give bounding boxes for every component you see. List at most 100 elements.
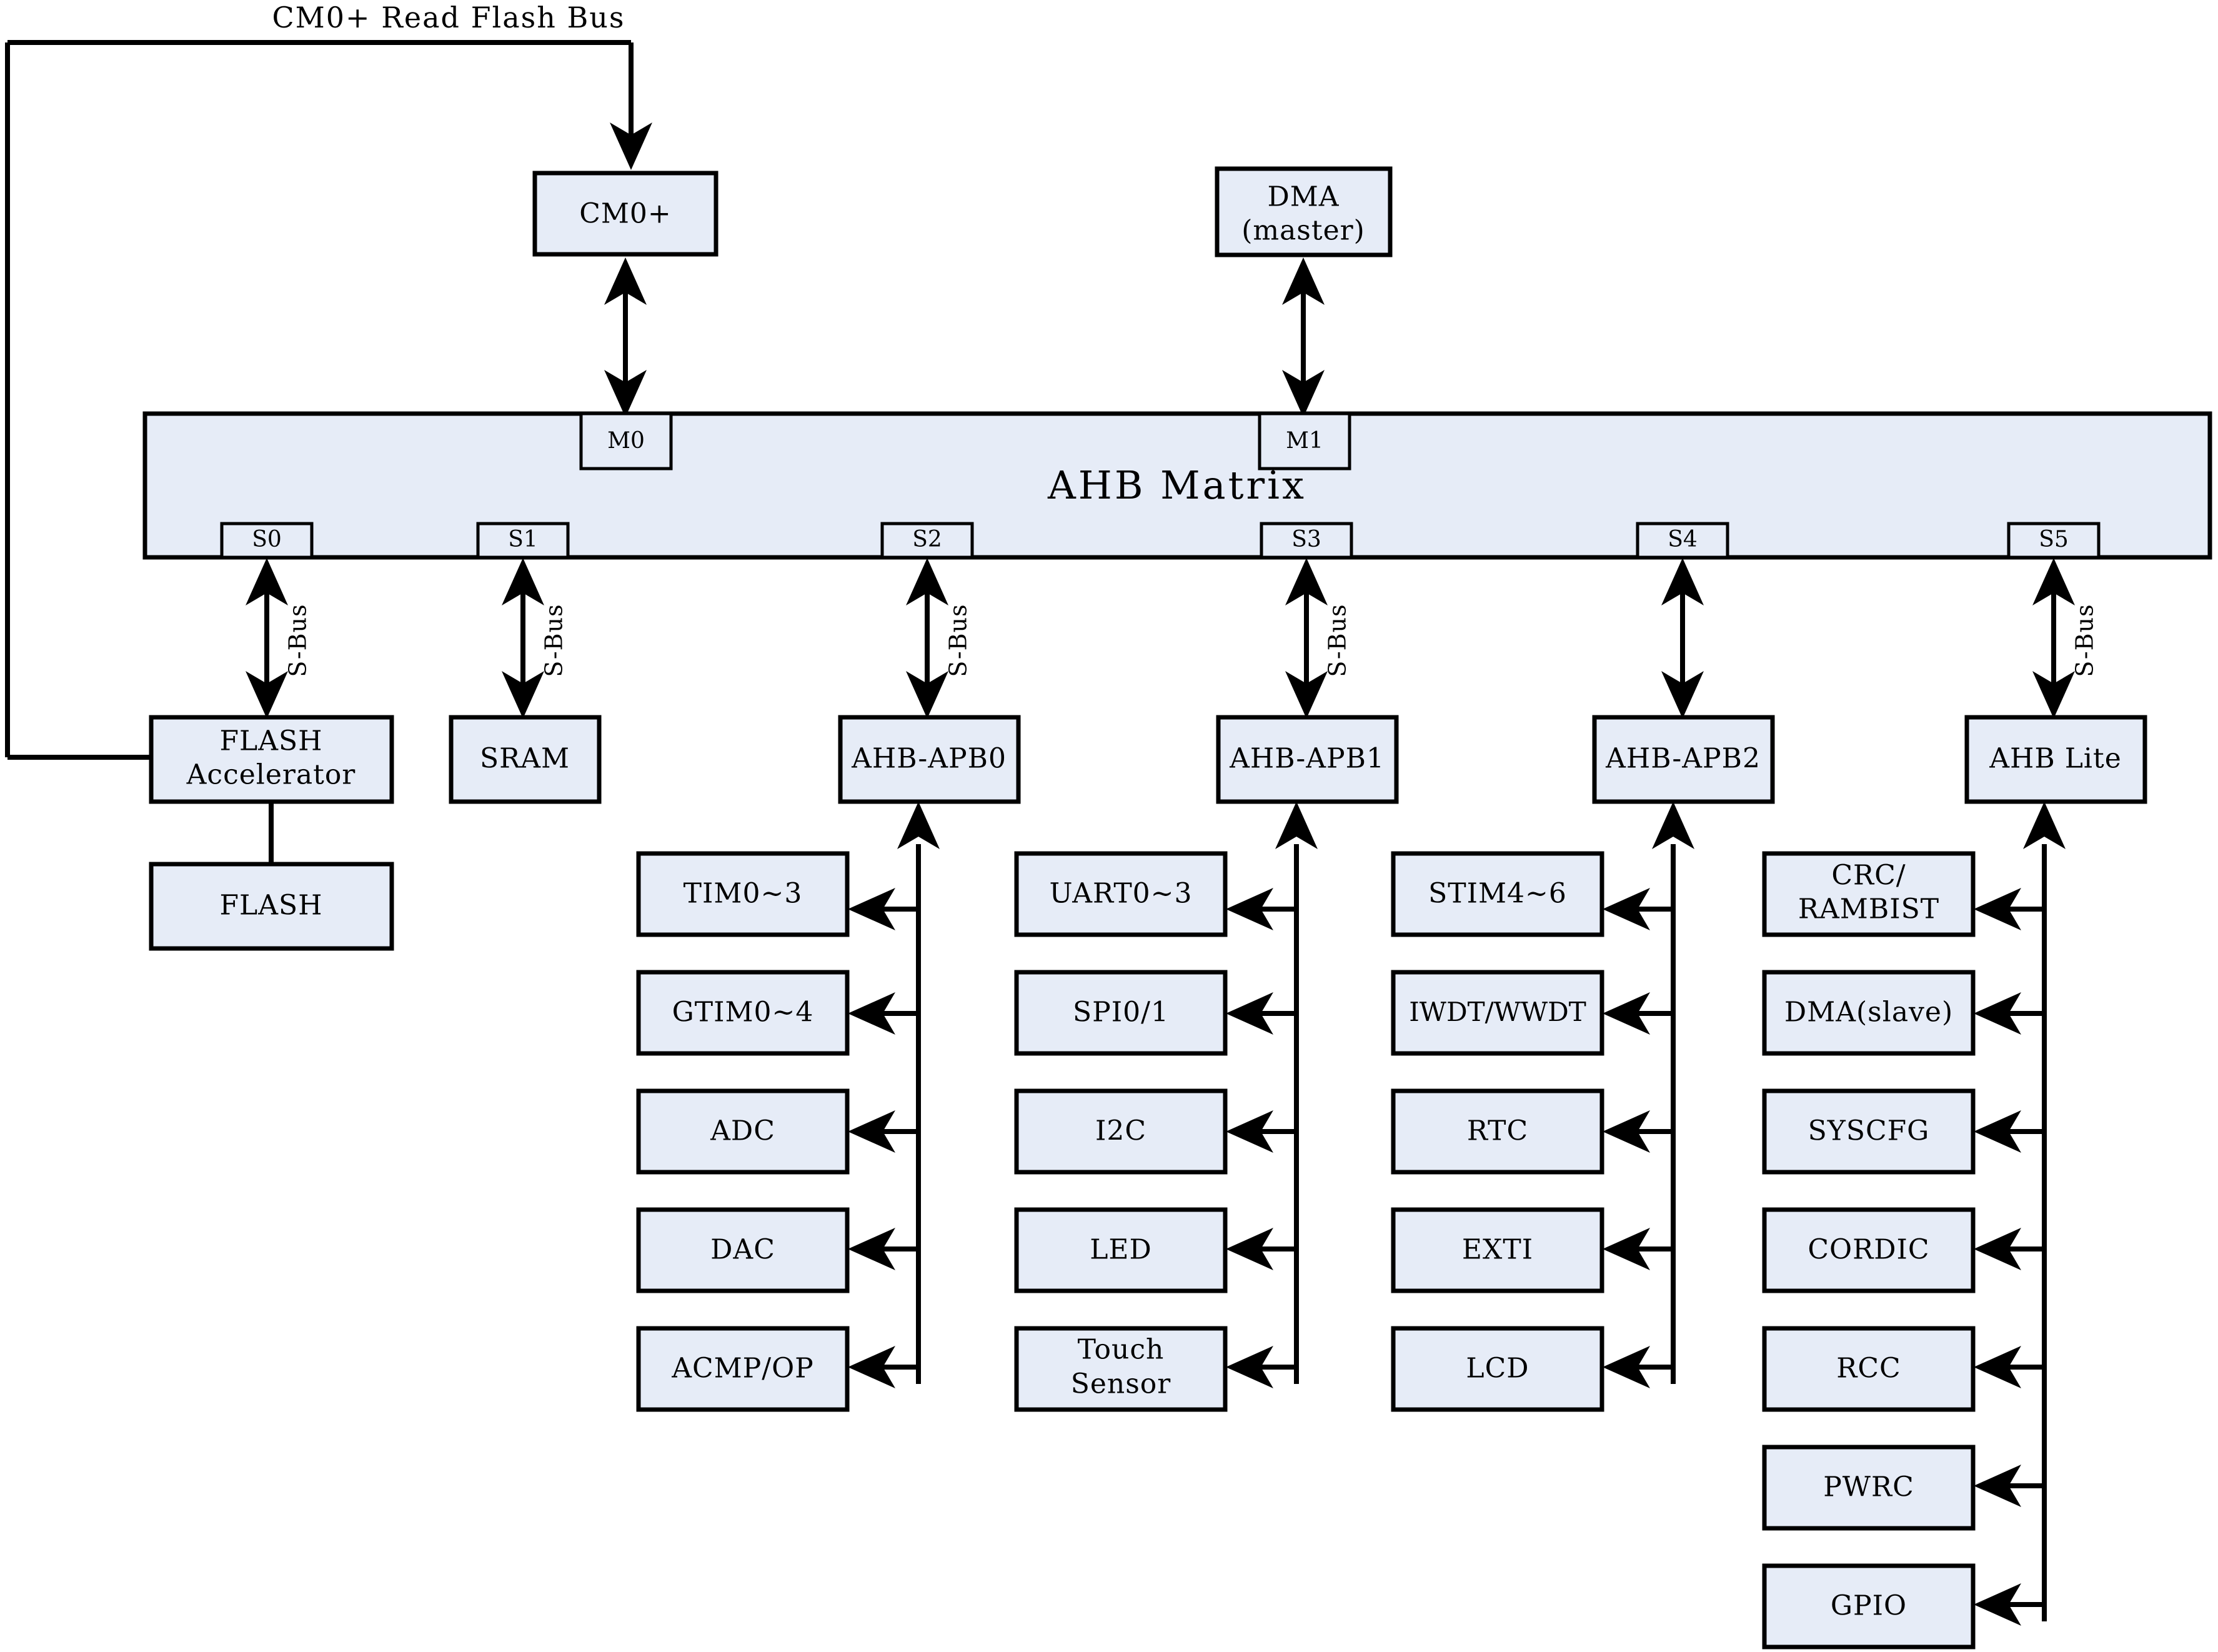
matrix-port-s4-label: S4: [1668, 527, 1698, 552]
peripheral-column-apb1: UART0~3 SPI0/1 I2C LED Touch Sensor: [1014, 802, 1318, 1412]
block-gtim0-4[interactable]: GTIM0~4: [636, 970, 850, 1056]
block-spi0-1[interactable]: SPI0/1: [1014, 970, 1228, 1056]
sbus-connector-s0: S-Bus: [246, 558, 312, 719]
block-cordic-label: CORDIC: [1808, 1234, 1929, 1266]
sbus-label-s2: S-Bus: [945, 604, 972, 677]
block-led[interactable]: LED: [1014, 1207, 1228, 1293]
wire-dma-master-to-m1: [1282, 257, 1325, 417]
block-touch-sensor[interactable]: Touch Sensor: [1014, 1326, 1228, 1412]
matrix-port-s1[interactable]: S1: [476, 522, 570, 559]
block-dac-label: DAC: [710, 1234, 775, 1266]
block-iwdt-wwdt-label: IWDT/WWDT: [1409, 997, 1586, 1027]
block-i2c[interactable]: I2C: [1014, 1088, 1228, 1175]
block-gpio[interactable]: GPIO: [1762, 1563, 1976, 1650]
block-dma-master-line2: (master): [1241, 215, 1365, 247]
block-flash-accelerator-line1: FLASH: [219, 725, 322, 757]
block-syscfg[interactable]: SYSCFG: [1762, 1088, 1976, 1175]
block-pwrc[interactable]: PWRC: [1762, 1445, 1976, 1531]
block-ahb-apb1-label: AHB-APB1: [1229, 743, 1385, 775]
block-gtim0-4-label: GTIM0~4: [672, 997, 814, 1028]
matrix-port-s4[interactable]: S4: [1636, 522, 1729, 559]
diagram-title: CM0+ Read Flash Bus: [272, 1, 625, 34]
block-dac[interactable]: DAC: [636, 1207, 850, 1293]
block-tim0-3-label: TIM0~3: [684, 878, 803, 910]
block-ahb-apb0[interactable]: AHB-APB0: [838, 715, 1021, 804]
block-stim4-6-label: STIM4~6: [1428, 878, 1567, 910]
block-gpio-label: GPIO: [1831, 1590, 1907, 1622]
block-cm0plus[interactable]: CM0+: [532, 171, 719, 257]
block-ahb-apb2-label: AHB-APB2: [1605, 743, 1761, 775]
sbus-label-s0: S-Bus: [284, 604, 312, 677]
matrix-port-s1-label: S1: [508, 527, 538, 552]
matrix-port-s2[interactable]: S2: [880, 522, 974, 559]
block-ahb-lite-label: AHB Lite: [1989, 743, 2121, 775]
block-ahb-apb1[interactable]: AHB-APB1: [1216, 715, 1399, 804]
block-flash-accelerator[interactable]: FLASH Accelerator: [149, 715, 394, 804]
block-acmp-op-label: ACMP/OP: [671, 1353, 814, 1385]
block-tim0-3[interactable]: TIM0~3: [636, 851, 850, 937]
block-flash-label: FLASH: [219, 890, 322, 922]
block-dma-slave-label: DMA(slave): [1784, 997, 1953, 1028]
block-rtc[interactable]: RTC: [1391, 1088, 1604, 1175]
matrix-port-s3[interactable]: S3: [1260, 522, 1353, 559]
sbus-label-s1: S-Bus: [540, 604, 568, 677]
arrow-into-cm0plus: [610, 122, 652, 170]
block-sram-label: SRAM: [480, 743, 570, 775]
block-spi0-1-label: SPI0/1: [1073, 997, 1169, 1028]
block-rcc-label: RCC: [1836, 1353, 1901, 1385]
sbus-connector-s1: S-Bus: [502, 558, 568, 719]
arrow-trunk-apb2-up: [1652, 802, 1694, 849]
arrow-trunk-apb0-up: [897, 802, 940, 849]
matrix-port-s0[interactable]: S0: [220, 522, 314, 559]
block-iwdt-wwdt[interactable]: IWDT/WWDT: [1391, 970, 1604, 1056]
matrix-port-s0-label: S0: [252, 527, 282, 552]
matrix-port-s5-label: S5: [2039, 527, 2069, 552]
sbus-connector-s2: S-Bus: [906, 558, 972, 719]
block-cordic[interactable]: CORDIC: [1762, 1207, 1976, 1293]
matrix-port-m1[interactable]: M1: [1258, 412, 1351, 470]
matrix-port-m1-label: M1: [1286, 428, 1323, 454]
block-dma-slave[interactable]: DMA(slave): [1762, 970, 1976, 1056]
block-dma-master[interactable]: DMA (master): [1215, 166, 1393, 257]
sbus-connector-s3: S-Bus: [1285, 558, 1351, 719]
matrix-port-s3-label: S3: [1291, 527, 1321, 552]
matrix-port-s2-label: S2: [912, 527, 942, 552]
ahb-matrix[interactable]: AHB Matrix: [142, 411, 2212, 560]
block-led-label: LED: [1090, 1234, 1152, 1266]
sbus-label-s5: S-Bus: [2071, 604, 2099, 677]
cm0-read-flash-bus-path: [5, 40, 634, 760]
block-cm0plus-label: CM0+: [579, 198, 672, 230]
block-ahb-apb2[interactable]: AHB-APB2: [1592, 715, 1775, 804]
block-i2c-label: I2C: [1095, 1115, 1146, 1147]
block-adc-label: ADC: [710, 1115, 775, 1147]
sbus-label-s3: S-Bus: [1324, 604, 1351, 677]
block-touch-sensor-line2: Sensor: [1071, 1368, 1171, 1400]
block-sram[interactable]: SRAM: [449, 715, 602, 804]
block-adc[interactable]: ADC: [636, 1088, 850, 1175]
block-exti-label: EXTI: [1462, 1234, 1533, 1266]
arrow-trunk-ahblite-up: [2023, 802, 2066, 849]
block-ahb-lite[interactable]: AHB Lite: [1964, 715, 2147, 804]
peripheral-column-apb0: TIM0~3 GTIM0~4 ADC DAC ACMP/OP: [636, 802, 940, 1412]
block-lcd[interactable]: LCD: [1391, 1326, 1604, 1412]
matrix-port-s5[interactable]: S5: [2007, 522, 2101, 559]
arrow-trunk-apb1-up: [1275, 802, 1318, 849]
block-acmp-op[interactable]: ACMP/OP: [636, 1326, 850, 1412]
block-dma-master-line1: DMA: [1267, 181, 1339, 213]
matrix-port-m0[interactable]: M0: [579, 412, 673, 470]
block-uart0-3[interactable]: UART0~3: [1014, 851, 1228, 937]
matrix-port-m0-label: M0: [607, 428, 645, 454]
sbus-connector-s5: S-Bus: [2032, 558, 2099, 719]
block-ahb-apb0-label: AHB-APB0: [851, 743, 1007, 775]
block-syscfg-label: SYSCFG: [1808, 1115, 1930, 1147]
block-crc-rambist[interactable]: CRC/ RAMBIST: [1762, 851, 1976, 937]
block-touch-sensor-line1: Touch: [1078, 1334, 1165, 1366]
block-uart0-3-label: UART0~3: [1049, 878, 1192, 910]
block-rtc-label: RTC: [1467, 1115, 1528, 1147]
block-lcd-label: LCD: [1466, 1353, 1529, 1385]
block-stim4-6[interactable]: STIM4~6: [1391, 851, 1604, 937]
block-flash[interactable]: FLASH: [149, 862, 394, 951]
block-exti[interactable]: EXTI: [1391, 1207, 1604, 1293]
block-rcc[interactable]: RCC: [1762, 1326, 1976, 1412]
